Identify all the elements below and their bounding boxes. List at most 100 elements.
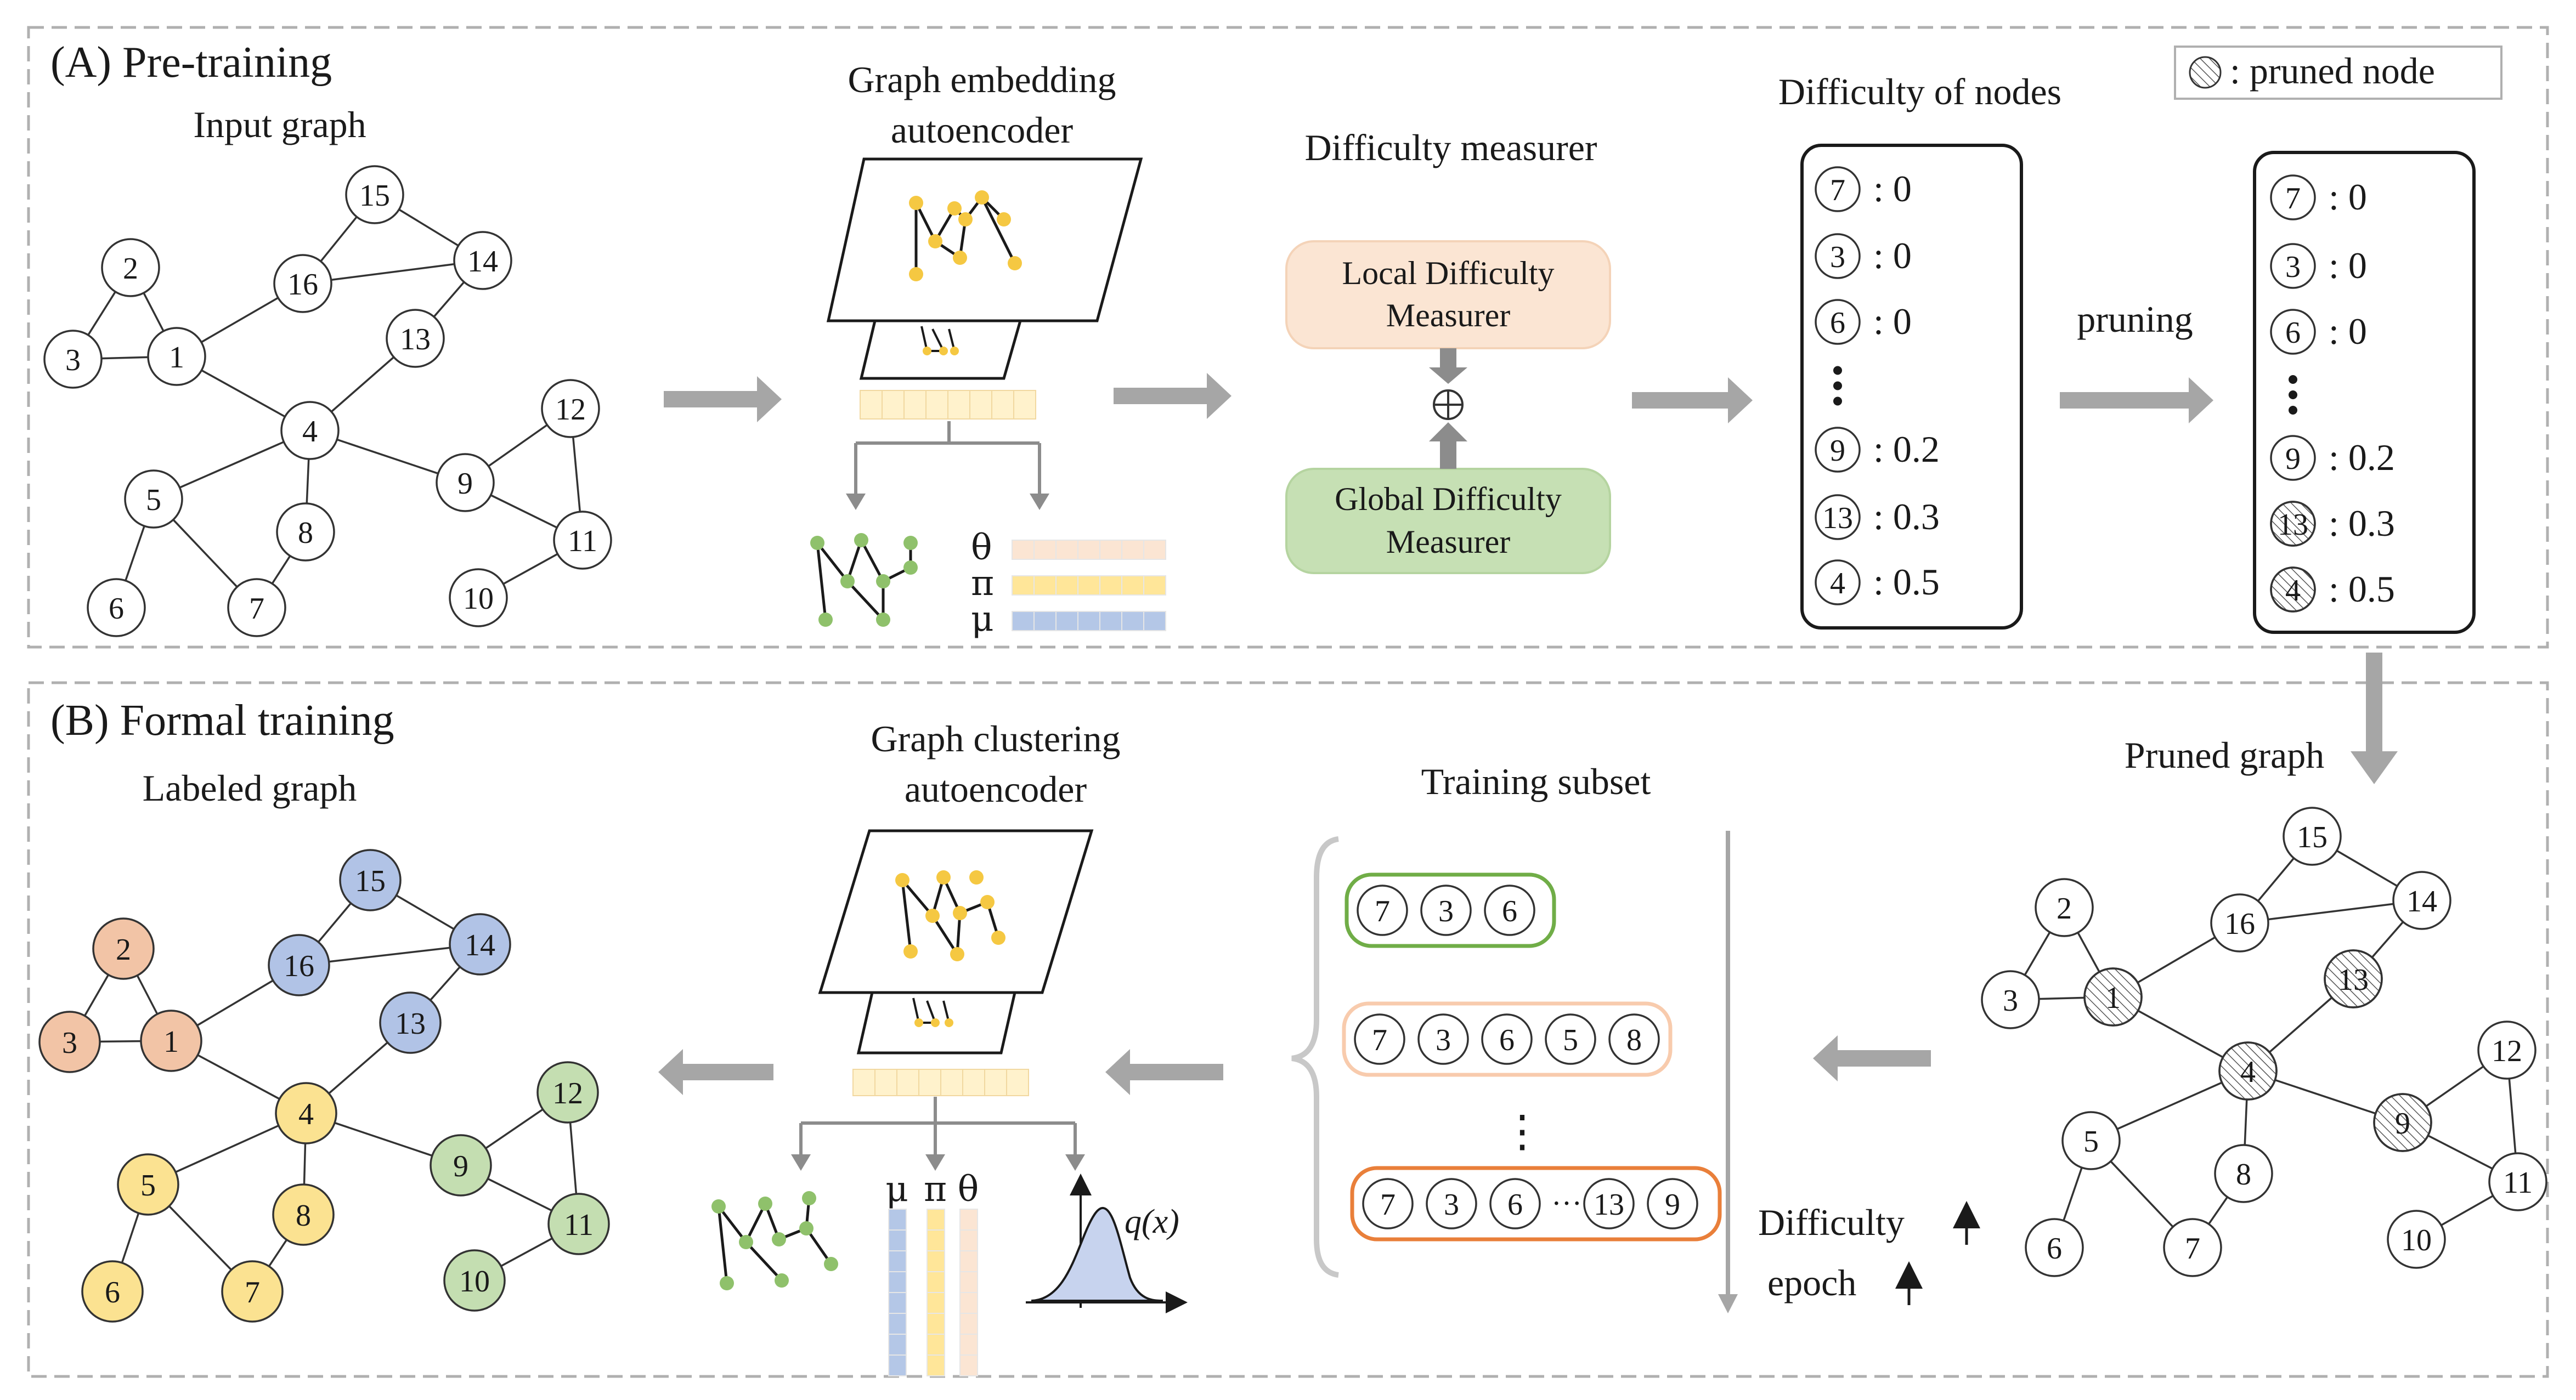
graph-node: 4 — [280, 401, 340, 460]
svg-text:: 0: : 0 — [1873, 235, 1912, 276]
node-label: 8 — [298, 516, 313, 550]
node-label: 4 — [302, 415, 318, 449]
svg-text:: 0: : 0 — [2329, 245, 2367, 286]
svg-text:: 0: : 0 — [1873, 301, 1912, 342]
graph-node: 11 — [553, 511, 612, 570]
svg-text:9: 9 — [1830, 434, 1845, 468]
svg-text:3: 3 — [1438, 894, 1454, 928]
svg-text:: 0: : 0 — [2329, 176, 2367, 218]
svg-text:7: 7 — [1830, 173, 1845, 207]
svg-text:9: 9 — [1665, 1188, 1680, 1222]
difficulty-measurer: Local Difficulty Measurer Global Difficu… — [1285, 240, 1611, 574]
clustering-ae-title-1: Graph clustering — [871, 718, 1120, 759]
node-label: 9 — [2395, 1107, 2410, 1141]
graph-node: 5 — [117, 1153, 179, 1216]
node-label: 1 — [169, 341, 184, 375]
svg-text:Measurer: Measurer — [1386, 297, 1511, 333]
graph-node: 2 — [101, 238, 160, 297]
graph-node: 3 — [1981, 970, 2040, 1029]
node-label: 7 — [2185, 1232, 2200, 1266]
embedding-ae-title-1: Graph embedding — [848, 59, 1116, 100]
graph-node: 4 — [275, 1082, 337, 1144]
graph-node: 13 — [379, 991, 442, 1054]
clustering-autoencoder: μ π θ q(x) — [711, 829, 1188, 1376]
pi-label-top: π — [971, 563, 994, 604]
graph-node: 9 — [2373, 1093, 2432, 1152]
node-label: 12 — [2492, 1034, 2522, 1068]
graph-node: 6 — [81, 1260, 144, 1323]
node-label: 16 — [284, 949, 314, 983]
node-label: 11 — [564, 1208, 594, 1242]
node-label: 5 — [140, 1169, 156, 1203]
svg-text:: 0.2: : 0.2 — [2329, 437, 2395, 478]
graph-node: 9 — [430, 1134, 492, 1197]
graph-node: 16 — [273, 254, 332, 313]
node-label: 11 — [568, 524, 597, 558]
graph-node: 6 — [87, 578, 146, 637]
svg-text:6: 6 — [1830, 306, 1845, 340]
svg-text:3: 3 — [2285, 250, 2301, 284]
embedding-vector — [860, 390, 1036, 420]
node-label: 6 — [2047, 1232, 2062, 1266]
node-label: 3 — [2003, 984, 2018, 1018]
node-label: 3 — [62, 1026, 77, 1060]
node-label: 5 — [146, 483, 161, 517]
svg-text:7: 7 — [1372, 1023, 1387, 1057]
mu-label-top: μ — [971, 599, 994, 639]
node-label: 8 — [2236, 1158, 2251, 1192]
graph-node: 1 — [2083, 967, 2143, 1027]
node-label: 13 — [395, 1007, 426, 1041]
pruning-label: pruning — [2077, 298, 2193, 340]
node-label: 9 — [457, 467, 473, 501]
svg-text:7: 7 — [1380, 1188, 1396, 1222]
node-label: 6 — [109, 592, 124, 626]
graph-node: 12 — [536, 1061, 599, 1124]
svg-text:: 0.3: : 0.3 — [2329, 502, 2395, 544]
svg-text:7: 7 — [1375, 894, 1390, 928]
svg-text:Global Difficulty: Global Difficulty — [1335, 481, 1562, 517]
graph-node: 8 — [276, 502, 335, 562]
difficulty-item: 7: 0 — [2270, 174, 2367, 220]
difficulty-item: 4: 0.5 — [2270, 566, 2395, 613]
pi-label-bottom: π — [924, 1169, 947, 1210]
graph-node: 13 — [386, 309, 445, 368]
graph-node: 8 — [272, 1183, 335, 1246]
clustering-vector — [852, 1069, 1029, 1096]
svg-text:: 0.2: : 0.2 — [1873, 428, 1940, 470]
node-label: 14 — [465, 928, 495, 962]
difficulty-item: 9 : 0.2 — [1815, 427, 1940, 473]
graph-node: 13 — [2324, 949, 2383, 1008]
theta-label-bottom: θ — [958, 1169, 979, 1210]
graph-node: 15 — [2283, 807, 2342, 866]
graph-node: 4 — [2218, 1041, 2278, 1101]
subset-ellipsis: ⋮ — [1500, 1108, 1544, 1156]
svg-text:6: 6 — [1507, 1188, 1523, 1222]
svg-text:6: 6 — [2285, 316, 2301, 350]
section-b-label: (B) Formal training — [50, 696, 394, 745]
node-label: 14 — [467, 245, 498, 279]
pretraining-frame — [27, 26, 2549, 649]
node-label: 4 — [2240, 1055, 2256, 1089]
node-label: 9 — [453, 1149, 468, 1183]
difficulty-item: 4: 0.5 — [1815, 559, 1940, 605]
difficulty-item: 9: 0.2 — [2270, 435, 2395, 481]
node-label: 15 — [359, 179, 390, 213]
graph-node: 15 — [339, 849, 402, 911]
graph-node: 11 — [2488, 1152, 2547, 1211]
svg-text:: pruned node: : pruned node — [2230, 50, 2435, 92]
graph-node: 14 — [453, 231, 512, 290]
difficulty-item: 6 : 0 — [1815, 299, 1912, 345]
node-label: 7 — [249, 592, 264, 626]
node-label: 7 — [245, 1276, 260, 1310]
parameter-bars-top — [1012, 540, 1166, 631]
graph-node: 10 — [2387, 1210, 2446, 1269]
embedding-plane-large — [826, 157, 1143, 322]
decoder-graph-top — [816, 539, 912, 621]
svg-text:: 0.5: : 0.5 — [1873, 561, 1940, 603]
graph-node: 12 — [541, 379, 600, 438]
